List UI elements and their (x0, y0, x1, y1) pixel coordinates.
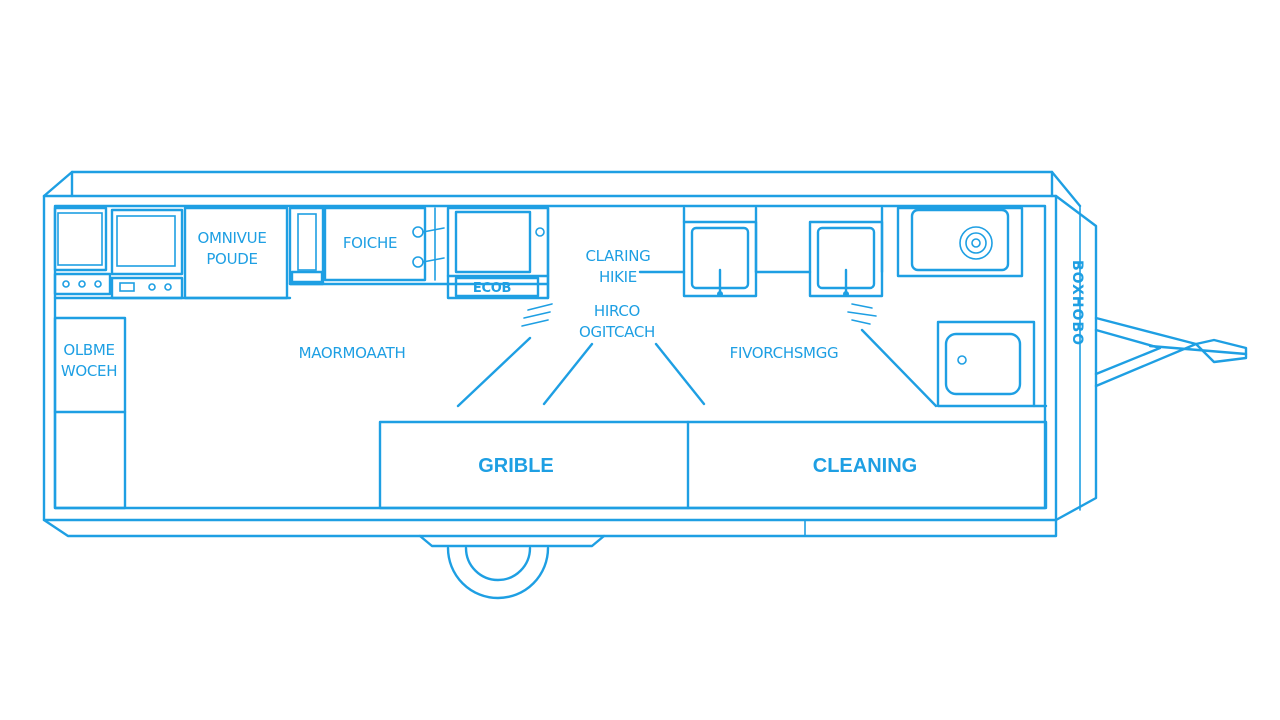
right-area-label: FIVORCHSMGG (730, 344, 839, 362)
toilet-icon (936, 320, 1036, 408)
main-aisle-label: MAORMOAATH (299, 344, 406, 362)
counter-left-label: GRIBLE (478, 455, 554, 477)
center-mid-label-line1: HIRCO (594, 302, 640, 320)
center-top-label-line2: HIKIE (599, 268, 637, 286)
front-vertical-label: BOXHOBO (1069, 260, 1085, 346)
fridge-station (288, 206, 550, 286)
counter-right-label: CLEANING (813, 455, 917, 477)
wheel-icon (418, 534, 606, 600)
sink-icon (808, 220, 884, 325)
hitch-icon (1094, 316, 1248, 388)
callout-lines (456, 328, 938, 408)
prep-station-label-line2: POUDE (206, 250, 257, 268)
center-mid-label-line2: OGITCACH (579, 323, 655, 341)
oven-icon (53, 206, 112, 296)
spiral-burner-icon (896, 206, 1024, 278)
center-top-label-line1: CLARING (585, 247, 650, 265)
counter-block (378, 420, 1048, 510)
trailer-roof-outline (42, 170, 1082, 208)
left-room-label-line1: OLBME (63, 341, 114, 359)
left-room-label-line2: WOCEH (61, 362, 117, 380)
left-room (53, 316, 127, 510)
stove-knobs-label: ECOB (473, 281, 511, 296)
fridge-station-label: FOICHE (343, 234, 397, 252)
microwave-icon (110, 208, 184, 300)
prep-station-label-line1: OMNIVUE (197, 229, 266, 247)
